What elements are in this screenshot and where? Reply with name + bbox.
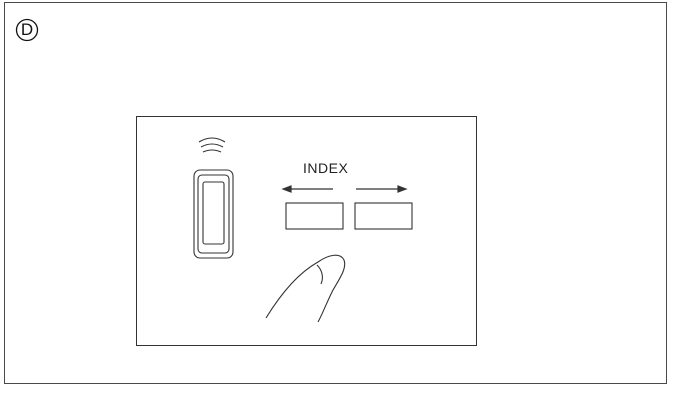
- index-forward-button[interactable]: [355, 203, 412, 229]
- index-back-button[interactable]: [286, 203, 343, 229]
- arrow-right-icon: [356, 186, 406, 192]
- pointing-finger-icon: [266, 255, 345, 322]
- arrow-left-icon: [283, 186, 333, 192]
- signal-waves-icon: [199, 138, 225, 152]
- remote-control-icon: [194, 170, 233, 258]
